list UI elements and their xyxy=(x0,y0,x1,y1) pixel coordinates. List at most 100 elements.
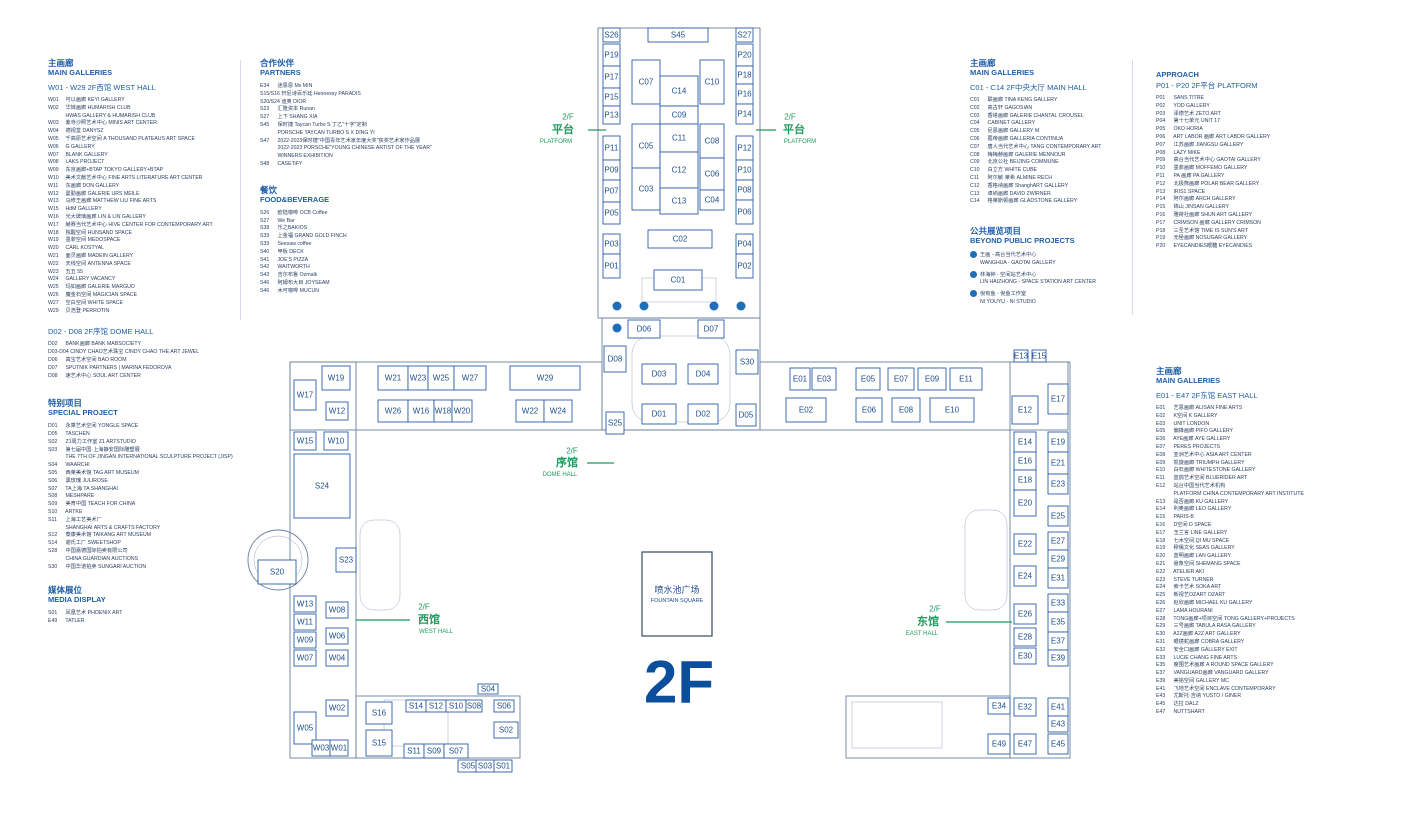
booth-w02[interactable]: W02 xyxy=(325,699,349,717)
booth-w11[interactable]: W11 xyxy=(293,613,317,631)
booth-c05[interactable]: C05 xyxy=(631,123,661,169)
booth-e12[interactable]: E12 xyxy=(1011,395,1039,425)
booth-s23[interactable]: S23 xyxy=(335,547,357,573)
booth-e26[interactable]: E26 xyxy=(1013,603,1037,625)
booth-w09[interactable]: W09 xyxy=(293,631,317,649)
booth-s25[interactable]: S25 xyxy=(605,411,625,435)
booth-w19[interactable]: W19 xyxy=(321,365,351,391)
booth-c09[interactable]: C09 xyxy=(659,105,699,125)
booth-w13[interactable]: W13 xyxy=(293,595,317,613)
booth-e35[interactable]: E35 xyxy=(1047,611,1069,633)
booth-d08[interactable]: D08 xyxy=(603,345,627,373)
booth-p12[interactable]: P12 xyxy=(735,135,754,161)
booth-e39[interactable]: E39 xyxy=(1047,649,1069,667)
booth-s14[interactable]: S14 xyxy=(405,699,427,713)
booth-w29[interactable]: W29 xyxy=(509,365,581,391)
booth-s02[interactable]: S02 xyxy=(493,721,519,739)
booth-p15[interactable]: P15 xyxy=(602,87,621,107)
booth-c10[interactable]: C10 xyxy=(699,59,725,105)
booth-d07[interactable]: D07 xyxy=(697,319,725,339)
booth-s04[interactable]: S04 xyxy=(477,683,499,695)
booth-w25[interactable]: W25 xyxy=(427,365,455,391)
booth-d06[interactable]: D06 xyxy=(627,319,661,339)
booth-p07[interactable]: P07 xyxy=(602,179,621,203)
booth-s06[interactable]: S06 xyxy=(493,699,515,713)
booth-e20[interactable]: E20 xyxy=(1013,489,1037,517)
booth-w18[interactable]: W18 xyxy=(433,399,453,423)
booth-s26[interactable]: S26 xyxy=(602,27,621,43)
booth-c07[interactable]: C07 xyxy=(631,59,661,105)
booth-c01[interactable]: C01 xyxy=(653,269,703,291)
booth-p11[interactable]: P11 xyxy=(602,135,621,161)
booth-p20[interactable]: P20 xyxy=(735,43,754,67)
booth-s09[interactable]: S09 xyxy=(423,743,445,759)
booth-s08[interactable]: S08 xyxy=(465,699,483,713)
booth-p09[interactable]: P09 xyxy=(602,159,621,181)
public-project-icon[interactable] xyxy=(639,301,649,311)
booth-p01[interactable]: P01 xyxy=(602,253,621,279)
booth-e14[interactable]: E14 xyxy=(1013,431,1037,453)
booth-e49[interactable]: E49 xyxy=(987,733,1011,755)
booth-p06[interactable]: P06 xyxy=(735,199,754,225)
booth-e28[interactable]: E28 xyxy=(1013,627,1037,647)
booth-c12[interactable]: C12 xyxy=(659,151,699,189)
booth-p17[interactable]: P17 xyxy=(602,65,621,89)
booth-s24[interactable]: S24 xyxy=(293,453,351,519)
booth-p05[interactable]: P05 xyxy=(602,201,621,225)
booth-e17[interactable]: E17 xyxy=(1047,383,1069,415)
booth-s15[interactable]: S15 xyxy=(365,729,393,757)
booth-e29[interactable]: E29 xyxy=(1047,549,1069,569)
booth-e15[interactable]: E15 xyxy=(1031,349,1047,363)
booth-e07[interactable]: E07 xyxy=(887,367,915,391)
booth-w03[interactable]: W03 xyxy=(311,739,331,757)
booth-d01[interactable]: D01 xyxy=(641,403,677,425)
booth-s16[interactable]: S16 xyxy=(365,701,393,725)
booth-w20[interactable]: W20 xyxy=(451,399,473,423)
booth-e24[interactable]: E24 xyxy=(1013,565,1037,587)
public-project-icon[interactable] xyxy=(612,301,622,311)
booth-w12[interactable]: W12 xyxy=(325,401,349,421)
public-project-icon[interactable] xyxy=(709,301,719,311)
booth-p14[interactable]: P14 xyxy=(735,103,754,125)
booth-e37[interactable]: E37 xyxy=(1047,631,1069,651)
booth-s27[interactable]: S27 xyxy=(735,27,754,43)
booth-e05[interactable]: E05 xyxy=(855,367,881,391)
booth-s10[interactable]: S10 xyxy=(445,699,467,713)
booth-e43[interactable]: E43 xyxy=(1047,715,1069,733)
booth-e10[interactable]: E10 xyxy=(929,397,975,423)
booth-e09[interactable]: E09 xyxy=(917,367,947,391)
booth-e06[interactable]: E06 xyxy=(855,397,883,423)
booth-w15[interactable]: W15 xyxy=(293,431,317,451)
booth-p10[interactable]: P10 xyxy=(735,159,754,181)
booth-s12[interactable]: S12 xyxy=(425,699,447,713)
booth-e31[interactable]: E31 xyxy=(1047,567,1069,589)
booth-c02[interactable]: C02 xyxy=(647,229,713,249)
booth-e45[interactable]: E45 xyxy=(1047,733,1069,755)
booth-c14[interactable]: C14 xyxy=(659,75,699,107)
booth-e11[interactable]: E11 xyxy=(949,367,983,391)
booth-w26[interactable]: W26 xyxy=(377,399,409,423)
booth-e23[interactable]: E23 xyxy=(1047,473,1069,495)
booth-w07[interactable]: W07 xyxy=(293,649,317,667)
booth-p13[interactable]: P13 xyxy=(602,105,621,125)
booth-s03[interactable]: S03 xyxy=(475,759,495,773)
booth-e02[interactable]: E02 xyxy=(785,397,827,423)
booth-c04[interactable]: C04 xyxy=(699,189,725,211)
booth-w22[interactable]: W22 xyxy=(515,399,545,423)
booth-d02[interactable]: D02 xyxy=(687,403,719,425)
booth-e25[interactable]: E25 xyxy=(1047,505,1069,527)
booth-c06[interactable]: C06 xyxy=(699,157,725,191)
booth-e16[interactable]: E16 xyxy=(1013,451,1037,471)
booth-p19[interactable]: P19 xyxy=(602,43,621,67)
booth-w06[interactable]: W06 xyxy=(325,627,349,645)
booth-w04[interactable]: W04 xyxy=(325,649,349,667)
public-project-icon[interactable] xyxy=(612,323,622,333)
booth-c08[interactable]: C08 xyxy=(699,123,725,159)
booth-e30[interactable]: E30 xyxy=(1013,647,1037,665)
booth-w23[interactable]: W23 xyxy=(407,365,429,391)
booth-e27[interactable]: E27 xyxy=(1047,531,1069,551)
booth-p03[interactable]: P03 xyxy=(602,233,621,255)
booth-c11[interactable]: C11 xyxy=(659,123,699,153)
booth-s01[interactable]: S01 xyxy=(493,759,513,773)
booth-s07[interactable]: S07 xyxy=(443,743,469,759)
